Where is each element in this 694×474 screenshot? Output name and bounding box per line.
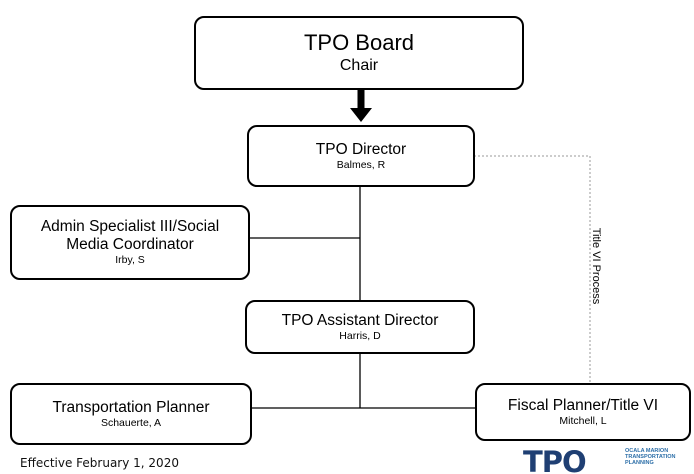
fiscal-name: Mitchell, L (559, 414, 607, 427)
director-box: TPO Director Balmes, R (247, 125, 475, 187)
planner-name: Schauerte, A (100, 416, 162, 429)
assistant-box: TPO Assistant Director Harris, D (245, 300, 475, 354)
arrow-head (350, 108, 372, 122)
logo-mark: TPO (523, 445, 587, 474)
fiscal-title: Fiscal Planner/Title VI (507, 396, 659, 414)
board-title: TPO Board (303, 30, 415, 55)
tpo-logo: TPO OCALA MARION TRANSPORTATION PLANNING (517, 445, 694, 474)
admin-title-line1: Admin Specialist III/Social (40, 218, 220, 235)
effective-date: Effective February 1, 2020 (20, 456, 179, 470)
assistant-title: TPO Assistant Director (281, 311, 439, 329)
director-name: Balmes, R (336, 158, 386, 171)
fiscal-box: Fiscal Planner/Title VI Mitchell, L (475, 383, 691, 441)
tpo-board-box: TPO Board Chair (194, 16, 524, 90)
assistant-name: Harris, D (339, 329, 381, 342)
admin-box: Admin Specialist III/Social Media Coordi… (10, 205, 250, 280)
admin-title-line2: Media Coordinator (66, 236, 194, 253)
director-title: TPO Director (315, 140, 407, 158)
planner-box: Transportation Planner Schauerte, A (10, 383, 252, 445)
board-name: Chair (339, 57, 379, 74)
admin-name: Irby, S (115, 254, 145, 266)
title-vi-dotted-line (474, 155, 591, 383)
planner-title: Transportation Planner (52, 398, 210, 416)
title-vi-process-label: Title VI Process (590, 227, 602, 305)
logo-text: OCALA MARION TRANSPORTATION PLANNING (625, 448, 676, 466)
